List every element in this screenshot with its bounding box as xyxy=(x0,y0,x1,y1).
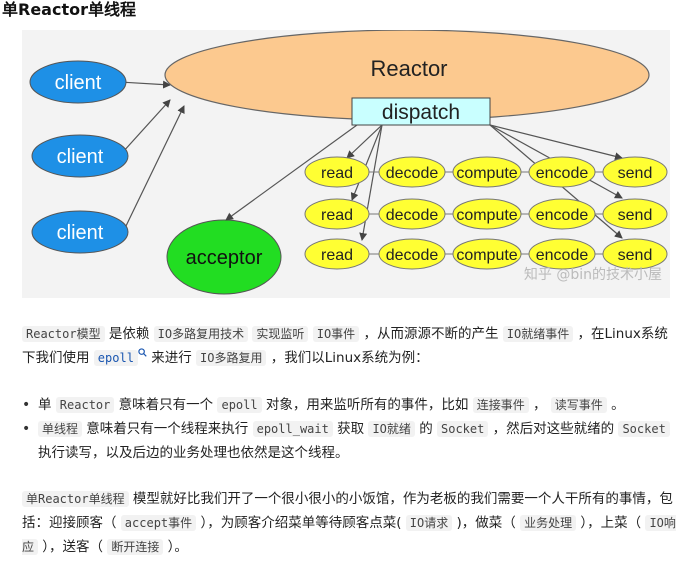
stage-label-send: send xyxy=(618,165,653,182)
code-term: 连接事件 xyxy=(472,397,529,413)
text: ，在Linux系统下我们使用 xyxy=(22,326,668,366)
client-node xyxy=(31,134,129,178)
stage-label-decode: decode xyxy=(386,207,439,224)
text: ），为顾客介绍菜单等待顾客点菜( xyxy=(196,515,406,531)
stage-label-compute: compute xyxy=(456,247,517,264)
code-term: IO就绪 xyxy=(368,421,415,437)
text: ）。 xyxy=(163,539,188,555)
text: ，我们以Linux系统为例： xyxy=(266,350,429,366)
code-term: Socket xyxy=(618,421,670,437)
text: 。 xyxy=(606,397,625,413)
client-label: client xyxy=(55,72,102,94)
intro-paragraph: Reactor模型 是依赖 IO多路复用技术 实现监听 IO事件 ，从而源源不断… xyxy=(22,322,677,370)
text: 模型就好比我们开了一个很小很小的小饭馆，作为老板的我们需要一个人干所有的事情，包… xyxy=(22,491,673,531)
code-term: Socket xyxy=(437,421,489,437)
code-term: 实现监听 xyxy=(252,326,309,342)
client-label: client xyxy=(57,146,104,168)
code-term: accept事件 xyxy=(120,515,197,531)
text: ， xyxy=(528,397,551,413)
text: 执行读写，以及后边的业务处理也依然是这个线程。 xyxy=(38,445,349,461)
dispatch-label: dispatch xyxy=(382,101,460,124)
text: ），上菜（ xyxy=(576,515,646,531)
text: ），送客（ xyxy=(38,539,108,555)
code-term: IO事件 xyxy=(312,326,360,342)
code-term: 断开连接 xyxy=(107,539,164,555)
epoll-link[interactable]: epoll xyxy=(93,350,138,366)
list-item: 单线程 意味着只有一个线程来执行 epoll_wait 获取 IO就绪 的 So… xyxy=(22,417,677,465)
code-term: IO请求 xyxy=(405,515,453,531)
client-node xyxy=(31,210,129,254)
code-term: IO多路复用 xyxy=(196,350,267,366)
code-term: 单线程 xyxy=(38,421,83,437)
text: ，然后对这些就绪的 xyxy=(488,421,619,437)
stage-label-read: read xyxy=(321,165,353,182)
stage-label-encode: encode xyxy=(536,247,589,264)
reactor-diagram-svg: Reactor dispatch client client client ac… xyxy=(29,30,668,295)
text: 是依赖 xyxy=(104,326,154,342)
text: 获取 xyxy=(332,421,369,437)
code-term: IO多路复用技术 xyxy=(153,326,249,342)
stage-label-decode: decode xyxy=(386,247,439,264)
text: 意味着只有一个 xyxy=(114,397,218,413)
text: 对象，用来监听所有的事件，比如 xyxy=(261,397,473,413)
client-arrows xyxy=(119,80,185,227)
acceptor-label: acceptor xyxy=(186,247,263,269)
stage-label-send: send xyxy=(618,207,653,224)
text: 单 xyxy=(38,397,56,413)
stage-label-encode: encode xyxy=(536,165,589,182)
code-term: 单Reactor单线程 xyxy=(22,491,129,507)
section-heading: 单Reactor单线程 xyxy=(2,0,136,19)
acceptor-node xyxy=(166,219,282,295)
client-node xyxy=(29,60,127,104)
stage-rows: read decode compute encode send read decode com… xyxy=(304,156,668,270)
stage-label-send: send xyxy=(618,247,653,264)
text: ，从而源源不断的产生 xyxy=(359,326,503,342)
list-item: 单 Reactor 意味着只有一个 epoll 对象，用来监听所有的事件，比如 … xyxy=(22,393,677,417)
watermark: 知乎 @bin的技术小屋 xyxy=(524,266,662,283)
stage-label-read: read xyxy=(321,207,353,224)
bullet-list: 单 Reactor 意味着只有一个 epoll 对象，用来监听所有的事件，比如 … xyxy=(22,393,677,465)
stage-label-compute: compute xyxy=(456,207,517,224)
code-term: Reactor模型 xyxy=(22,326,105,342)
stage-label-compute: compute xyxy=(456,165,517,182)
stage-label-encode: encode xyxy=(536,207,589,224)
code-term: 读写事件 xyxy=(550,397,607,413)
text: 来进行 xyxy=(146,350,197,366)
code-term: 业务处理 xyxy=(520,515,577,531)
reactor-label: Reactor xyxy=(370,56,447,81)
stage-label-decode: decode xyxy=(386,165,439,182)
text: )，做菜（ xyxy=(452,515,521,531)
search-icon[interactable] xyxy=(138,347,147,357)
code-term: IO就绪事件 xyxy=(502,326,574,342)
reactor-diagram: Reactor dispatch client client client ac… xyxy=(22,30,670,298)
code-term: epoll_wait xyxy=(252,421,333,437)
client-label: client xyxy=(57,222,104,244)
text: 意味着只有一个线程来执行 xyxy=(82,421,253,437)
dispatch-box xyxy=(351,97,491,126)
stage-label-read: read xyxy=(321,247,353,264)
code-term: Reactor xyxy=(55,397,115,413)
code-term: epoll xyxy=(217,397,262,413)
text: 的 xyxy=(414,421,437,437)
analogy-paragraph: 单Reactor单线程 模型就好比我们开了一个很小很小的小饭馆，作为老板的我们需… xyxy=(22,487,677,559)
